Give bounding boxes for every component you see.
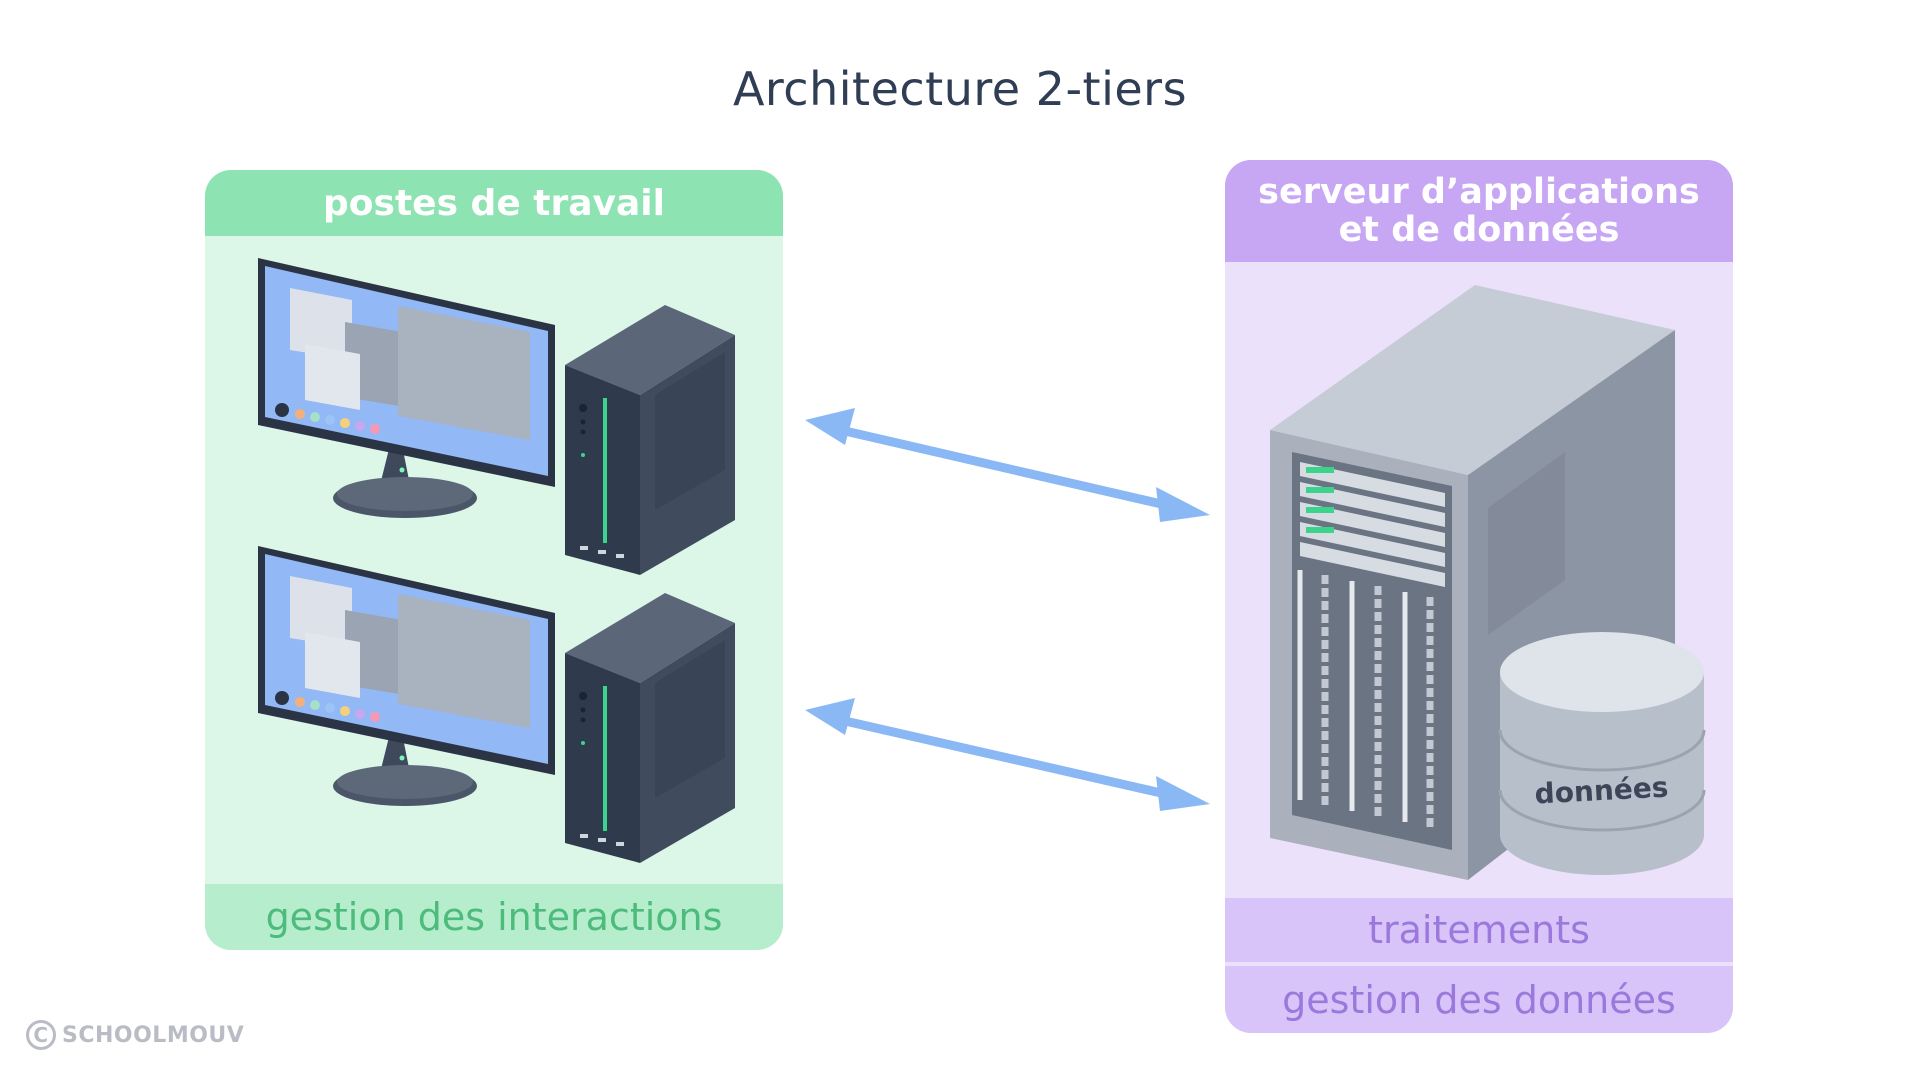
server-header-line2: et de données [1338, 210, 1620, 250]
copyright-mark: C SCHOOLMOUV [26, 1020, 244, 1050]
database-icon [1498, 632, 1706, 875]
client-panel-header: postes de travail [205, 170, 783, 236]
server-header-line1: serveur d’applications [1258, 172, 1700, 212]
database-label: données [1534, 771, 1669, 811]
server-footer-data-management: gestion des données [1225, 966, 1733, 1033]
double-arrow-icon [805, 408, 1210, 522]
copyright-icon: C [26, 1020, 56, 1050]
server-footer-processing: traitements [1225, 898, 1733, 962]
diagram-title: Architecture 2-tiers [732, 62, 1188, 116]
copyright-text: SCHOOLMOUV [62, 1022, 245, 1048]
double-arrow-icon [805, 698, 1210, 811]
server-panel-header: serveur d’applications et de données [1225, 160, 1733, 262]
client-panel-footer: gestion des interactions [205, 884, 783, 950]
